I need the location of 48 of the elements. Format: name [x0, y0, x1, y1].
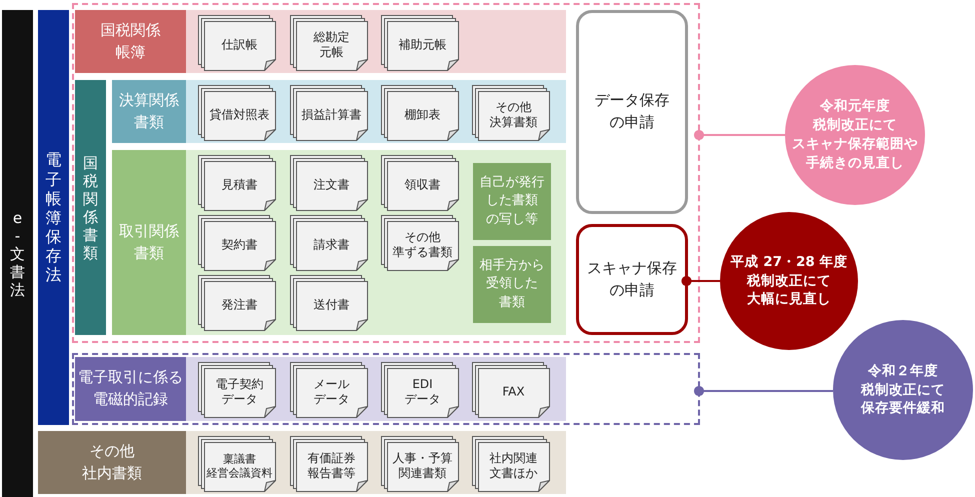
document-label: その他準ずる書類: [392, 230, 452, 260]
document-label: 電子契約データ: [216, 377, 264, 407]
category-band: [112, 150, 566, 335]
document-label: 社内関連文書ほか: [490, 451, 538, 481]
category-header: 国税関係帳簿: [75, 10, 186, 73]
law-title-band: e-文書法: [2, 10, 33, 497]
vertical-category-band: 国税関係書類: [75, 80, 106, 335]
category-band: [38, 431, 566, 494]
dashed-group-frame: [72, 353, 700, 425]
revision-note: 令和２年度税制改正にて保存要件緩和: [833, 320, 973, 460]
law-title-band: 電子帳簿保存法: [38, 10, 69, 425]
document-label: メールデータ: [314, 377, 350, 407]
document-label: FAX: [502, 384, 525, 400]
leader-line: [681, 276, 720, 286]
document-label: 発注書: [222, 298, 258, 312]
document-label: 稟議書経営会議資料: [206, 452, 272, 480]
category-header: 電子取引に係る電磁的記録: [75, 357, 186, 421]
leader-line: [694, 130, 785, 140]
document-label: 領収書: [404, 178, 440, 192]
revision-note: 令和元年度税制改正にてスキャナ保存範囲や手続きの見直し: [785, 65, 925, 205]
document-label: 送付書: [314, 298, 350, 312]
application-panel: スキャナ保存の申請: [576, 224, 688, 335]
category-header: 取引関係書類: [112, 150, 186, 335]
category-band: [112, 80, 566, 143]
document-label: 補助元帳: [398, 38, 446, 52]
dashed-group-frame: [72, 3, 700, 343]
category-note: 自己が発行した書類の写し等: [473, 163, 551, 240]
application-panel: データ保存の申請: [576, 10, 688, 214]
category-note: 相手方から受領した書類: [473, 246, 551, 323]
document-label: 損益計算書: [302, 108, 362, 122]
document-label: 契約書: [222, 238, 258, 252]
revision-note: 平成 27・28 年度税制改正にて大幅に見直し: [720, 212, 858, 350]
category-band: [75, 357, 566, 421]
category-band: [75, 10, 566, 73]
document-label: EDIデータ: [404, 377, 440, 407]
document-label: 見積書: [222, 178, 258, 192]
document-label: 注文書: [314, 178, 350, 192]
leader-line: [694, 386, 833, 396]
document-label: 総勘定元帳: [314, 30, 350, 60]
document-label: 仕訳帳: [222, 38, 258, 52]
document-label: 棚卸表: [404, 108, 440, 122]
document-label: 請求書: [314, 238, 350, 252]
category-header: その他社内書類: [38, 431, 186, 494]
document-label: 有価証券報告書等: [308, 451, 356, 481]
document-label: 人事・予算関連書類: [392, 451, 452, 481]
document-label: 貸借対照表: [210, 108, 270, 122]
category-header: 決算関係書類: [112, 80, 186, 143]
document-label: その他決算書類: [490, 100, 538, 130]
